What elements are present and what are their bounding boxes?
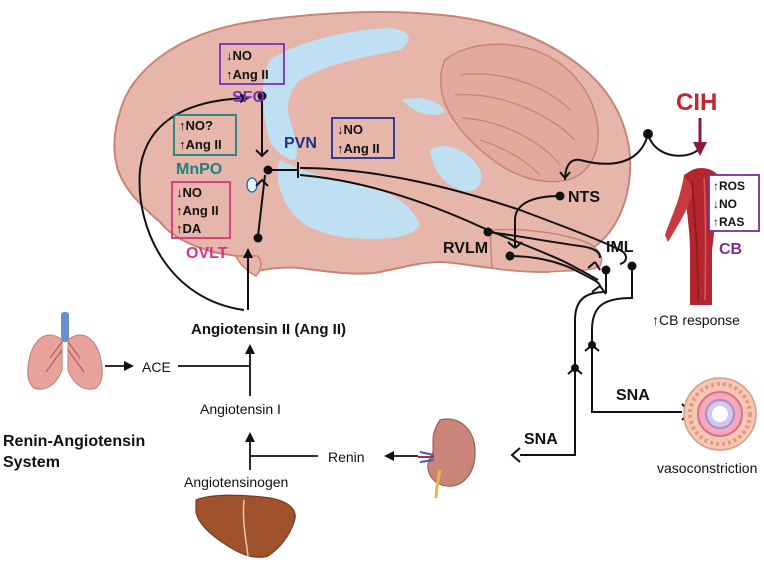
synapse-markers [253, 91, 653, 372]
vasoconstriction-label: vasoconstriction [657, 460, 757, 476]
angiotensinogen-label: Angiotensinogen [184, 474, 288, 490]
pvn-change-1: ↓NO [337, 122, 363, 137]
mnpo-change-1: ↑NO? [179, 118, 213, 133]
optic-chiasm [246, 177, 258, 193]
mnpo-label: MnPO [176, 161, 222, 178]
pvn-change-2: ↑Ang II [337, 141, 380, 156]
nts-label: NTS [568, 189, 600, 206]
pvn-label: PVN [284, 135, 317, 152]
neural-pathways [138, 93, 701, 456]
cb-change-3: ↑RAS [713, 215, 744, 229]
cb-response-label: ↑CB response [652, 312, 740, 328]
mnpo-box [173, 114, 237, 156]
sna-vessel-label: SNA [616, 387, 650, 404]
liver-icon [195, 494, 296, 558]
ras-title-line1: Renin-Angiotensin [3, 433, 145, 450]
pvn-box [331, 117, 395, 159]
rvlm-label: RVLM [443, 240, 488, 257]
third-ventricle [277, 160, 420, 239]
brainstem [489, 228, 603, 273]
sfo-change-2: ↑Ang II [226, 67, 269, 82]
sfo-box [219, 43, 285, 85]
ovlt-change-1: ↓NO [176, 185, 202, 200]
lateral-ventricle [263, 28, 409, 160]
mnpo-change-2: ↑Ang II [179, 137, 222, 152]
ovlt-label: OVLT [186, 245, 228, 262]
sfo-change-1: ↓NO [226, 48, 252, 63]
cih-label: CIH [676, 89, 717, 116]
cb-change-2: ↓NO [713, 197, 737, 211]
blood-vessel-icon [683, 377, 757, 451]
cb-box [708, 174, 760, 232]
ovlt-change-2: ↑Ang II [176, 203, 219, 218]
cerebellum [440, 43, 599, 183]
ace-label: ACE [142, 359, 171, 375]
ras-arrows [105, 344, 418, 470]
lungs-icon [27, 312, 103, 390]
iml-label: IML [606, 239, 634, 256]
fourth-ventricle [430, 146, 482, 192]
ovlt-change-3: ↑DA [176, 221, 202, 236]
sna-kidney-label: SNA [524, 431, 558, 448]
ang2-label: Angiotensin II (Ang II) [191, 321, 346, 338]
renin-label: Renin [328, 449, 365, 465]
sfo-label: SFO [232, 89, 265, 106]
brain-illustration [113, 11, 632, 277]
kidney-icon [418, 418, 476, 499]
cb-label: CB [719, 241, 742, 258]
cb-change-1: ↑ROS [713, 179, 745, 193]
ang1-label: Angiotensin I [200, 401, 281, 417]
ovlt-box [171, 181, 231, 239]
ras-title-line2: System [3, 454, 60, 471]
